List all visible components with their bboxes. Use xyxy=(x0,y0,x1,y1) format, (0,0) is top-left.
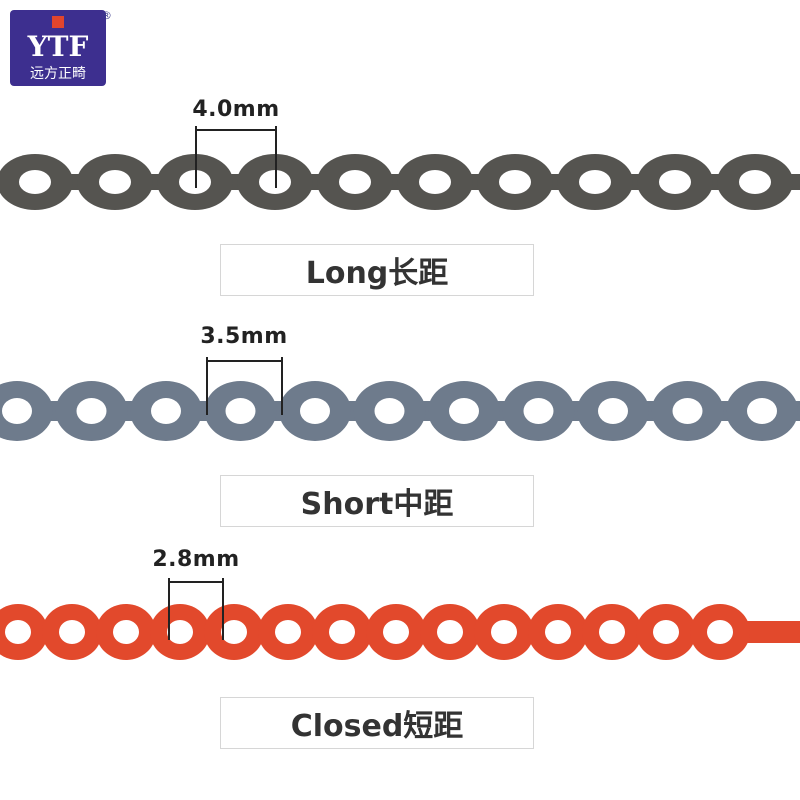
chain-hole xyxy=(449,398,479,424)
chain-closed-links xyxy=(0,604,800,660)
measure-bracket-long xyxy=(195,126,277,188)
label-box-long: Long长距 xyxy=(220,244,534,296)
label-box-closed: Closed短距 xyxy=(220,697,534,749)
chain-hole xyxy=(598,398,628,424)
chain-closed: 2.8mm xyxy=(0,547,800,660)
chain-hole xyxy=(99,170,131,194)
chain-hole xyxy=(329,620,355,644)
chain-hole xyxy=(339,170,371,194)
chain-hole xyxy=(499,170,531,194)
chain-hole xyxy=(151,398,181,424)
chain-hole xyxy=(579,170,611,194)
chain-hole xyxy=(19,170,51,194)
chain-hole xyxy=(113,620,139,644)
chain-short-links xyxy=(0,381,800,441)
chain-hole xyxy=(5,620,31,644)
chain-hole xyxy=(599,620,625,644)
measure-label-closed: 2.8mm xyxy=(152,547,239,572)
measure-bracket-closed xyxy=(168,578,224,640)
measure-bracket-short xyxy=(206,357,283,415)
logo-chinese: 远方正畸 xyxy=(30,66,86,82)
chain-hole xyxy=(374,398,405,424)
chain-hole xyxy=(747,398,777,424)
chain-hole xyxy=(672,398,703,424)
chain-hole xyxy=(76,398,107,424)
chain-hole xyxy=(225,398,256,424)
chain-hole xyxy=(653,620,679,644)
chain-hole xyxy=(300,398,330,424)
measure-label-long: 4.0mm xyxy=(192,97,279,122)
label-box-short: Short中距 xyxy=(220,475,534,527)
chain-long-links xyxy=(0,154,800,210)
registered-mark: ® xyxy=(101,9,112,22)
chain-hole xyxy=(707,620,733,644)
chain-hole xyxy=(739,170,771,194)
chain-hole xyxy=(221,620,247,644)
chain-hole xyxy=(491,620,517,644)
measure-label-short: 3.5mm xyxy=(200,324,287,349)
chain-hole xyxy=(659,170,691,194)
chain-hole xyxy=(167,620,193,644)
chain-hole xyxy=(59,620,85,644)
chain-hole xyxy=(523,398,554,424)
chain-hole xyxy=(383,620,409,644)
chain-short: 3.5mm xyxy=(0,324,800,441)
chain-hole xyxy=(2,398,32,424)
logo-letters: YTF xyxy=(27,30,89,63)
brand-logo: YTF 远方正畸 xyxy=(10,10,106,86)
chain-hole xyxy=(437,620,463,644)
chain-hole xyxy=(275,620,301,644)
chain-hole xyxy=(419,170,451,194)
chain-hole xyxy=(545,620,571,644)
chain-long: 4.0mm xyxy=(0,97,800,210)
